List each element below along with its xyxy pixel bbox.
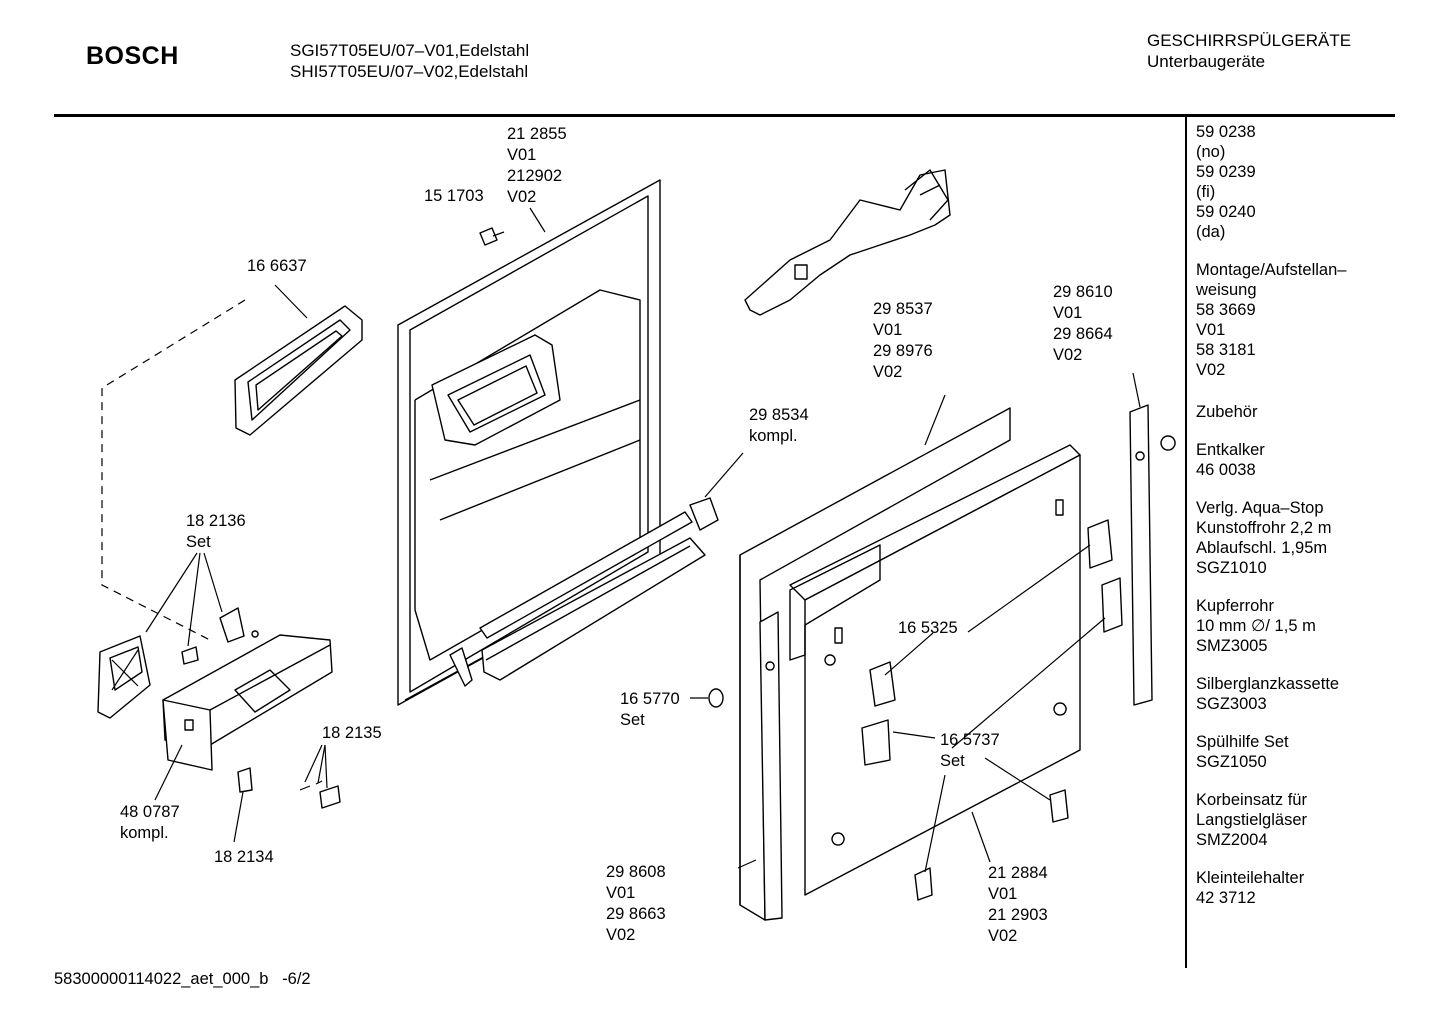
hinge-bracket	[744, 169, 951, 316]
bracket-set	[861, 519, 1123, 901]
sidebar-block-manuals: 59 0238 (no) 59 0239 (fi) 59 0240 (da)	[1196, 123, 1256, 241]
label-151703: 15 1703	[424, 187, 484, 205]
sidebar-divider	[1185, 117, 1187, 968]
label-182135: 18 2135	[322, 724, 382, 742]
leader-lines	[145, 207, 1141, 873]
label-182134: 18 2134	[214, 848, 274, 866]
model-list: SGI57T05EU/07–V01,Edelstahl SHI57T05EU/0…	[290, 41, 530, 81]
small-part-set	[181, 607, 259, 665]
dispenser-seal-frame	[234, 305, 363, 436]
control-cover	[97, 635, 151, 719]
label-212855: 21 2855 V01 212902 V02	[507, 125, 567, 206]
sidebar-block-installation: Montage/Aufstellan– weisung 58 3669 V01 …	[1196, 261, 1347, 379]
sidebar-block-accessories-heading: Zubehör	[1196, 403, 1258, 421]
label-165325: 16 5325	[898, 619, 958, 637]
sidebar-block-silver-cassette: Silberglanzkassette SGZ3003	[1196, 675, 1340, 713]
switch-parts	[299, 780, 341, 809]
label-298534: 29 8534 kompl.	[749, 406, 809, 445]
decor-panel	[789, 444, 1081, 896]
label-212884: 21 2884 V01 21 2903 V02	[988, 864, 1048, 945]
label-166637: 16 6637	[247, 257, 307, 275]
handle-clip	[449, 647, 473, 687]
sidebar-block-parts-holder: Kleinteilehalter 42 3712	[1196, 869, 1305, 907]
product-category: GESCHIRRSPÜLGERÄTE Unterbaugeräte	[1147, 31, 1352, 71]
sidebar-block-aquastop: Verlg. Aqua–Stop Kunstoffrohr 2,2 m Abla…	[1196, 499, 1332, 577]
handle-strip	[479, 497, 719, 681]
label-182136: 18 2136 Set	[186, 512, 246, 551]
right-side-strip	[1129, 404, 1153, 706]
sidebar-block-rinse-aid: Spülhilfe Set SGZ1050	[1196, 733, 1289, 771]
label-165737: 16 5737 Set	[940, 731, 1000, 770]
header-rule	[54, 114, 1395, 117]
label-298610: 29 8610 V01 29 8664 V02	[1053, 283, 1113, 364]
sidebar-block-descaler: Entkalker 46 0038	[1196, 441, 1265, 479]
dispenser-opening	[431, 334, 561, 446]
label-480787: 48 0787 kompl.	[120, 803, 180, 842]
document-id: 58300000114022_aet_000_b -6/2	[54, 970, 311, 988]
control-module	[162, 634, 333, 771]
assembly-dashed-line	[101, 299, 246, 641]
left-side-strip	[759, 611, 783, 921]
button-182134	[237, 767, 253, 793]
outer-door-panel	[739, 407, 1011, 921]
label-298537: 29 8537 V01 29 8976 V02	[873, 300, 933, 381]
label-165770-set: Set	[620, 711, 645, 729]
door-buffer	[1160, 435, 1176, 451]
label-165770: 16 5770	[620, 690, 680, 708]
screw-151703	[479, 227, 505, 246]
sidebar-block-copper-pipe: Kupferrohr 10 mm ∅/ 1,5 m SMZ3005	[1196, 597, 1316, 655]
accessories-sidebar: 59 0238 (no) 59 0239 (fi) 59 0240 (da) M…	[1196, 122, 1396, 926]
sidebar-block-glass-insert: Korbeinsatz für Langstielgläser SMZ2004	[1196, 791, 1307, 849]
label-298608: 29 8608 V01 29 8663 V02	[606, 863, 666, 944]
brand-logo: BOSCH	[86, 42, 179, 70]
knob-165770	[708, 688, 724, 708]
